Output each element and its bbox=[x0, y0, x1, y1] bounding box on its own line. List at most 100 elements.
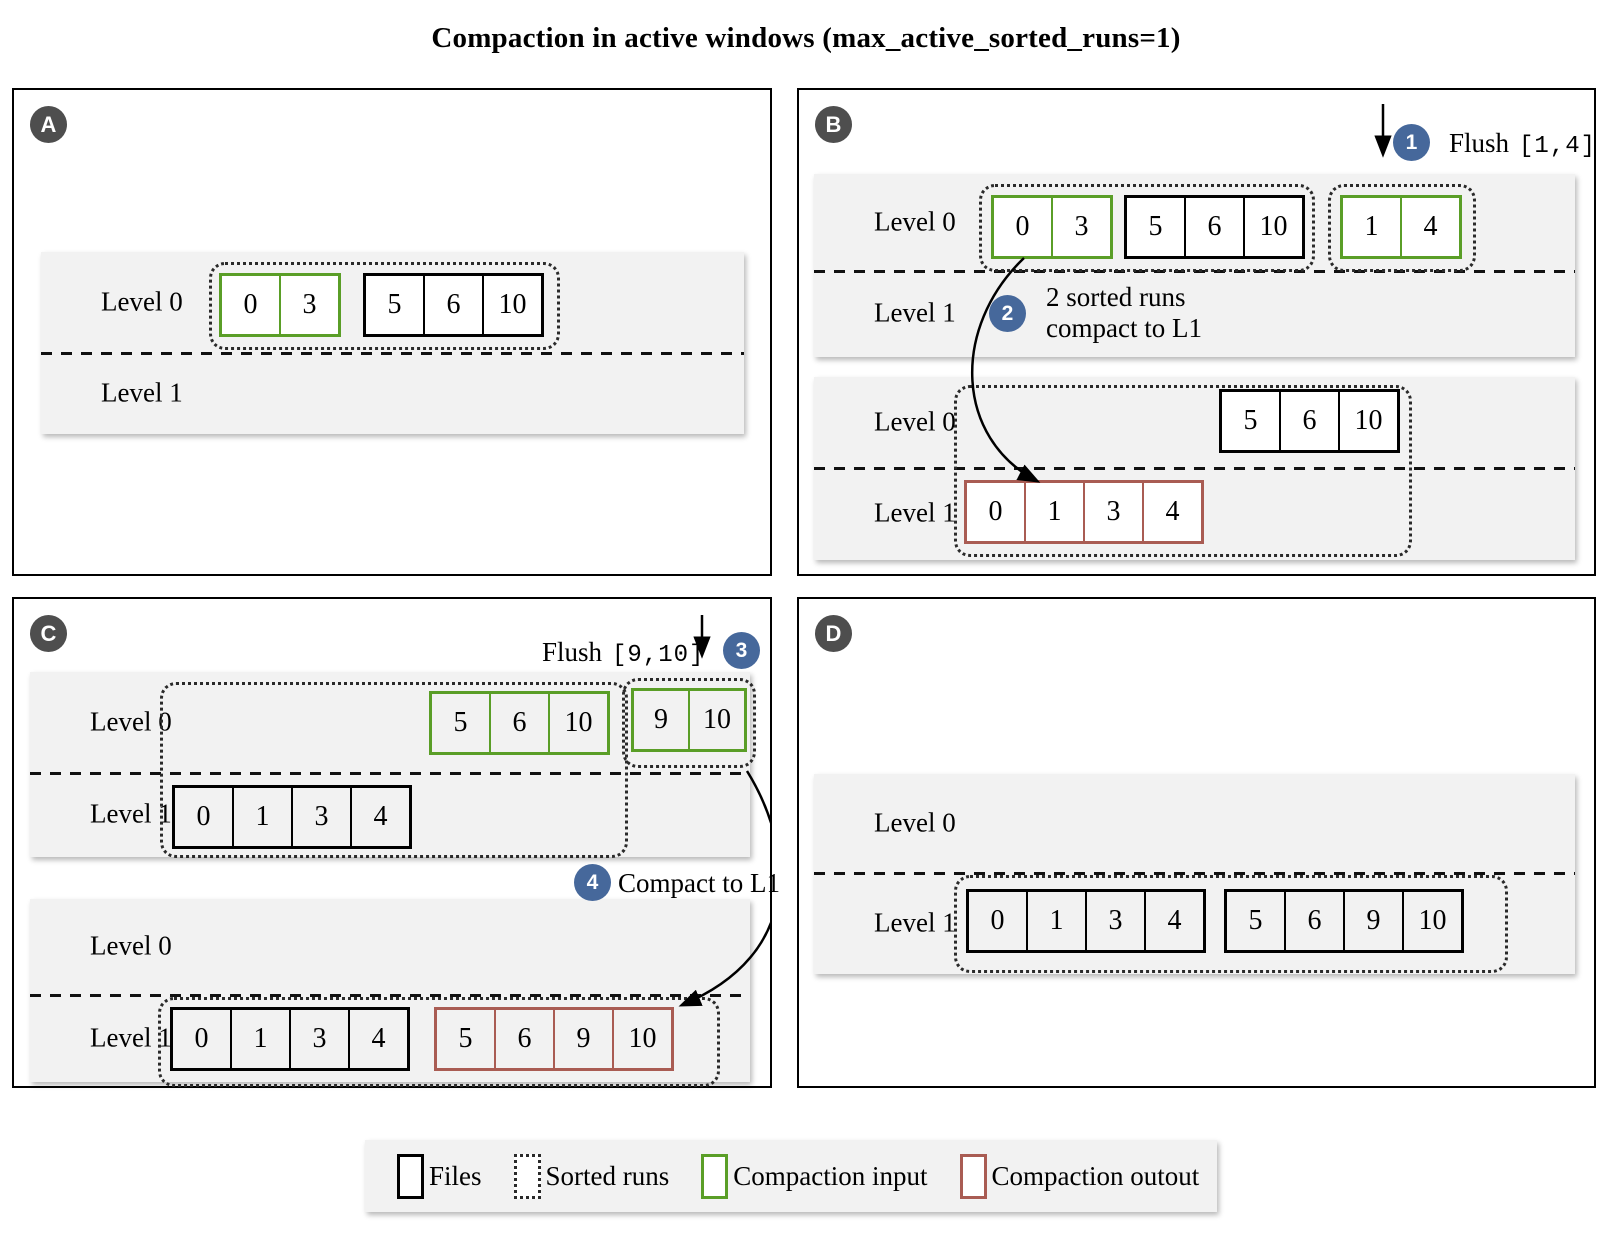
flush-action: Flush bbox=[542, 637, 603, 667]
compact-annotation-line2: compact to L1 bbox=[1046, 313, 1202, 343]
compaction-output-swatch-icon bbox=[959, 1153, 987, 1199]
file-cell: 0 bbox=[222, 276, 281, 334]
level0-label: Level 0 bbox=[874, 206, 956, 237]
compact-annotation-line1: 2 sorted runs bbox=[1046, 282, 1186, 312]
file-cell: 0 bbox=[969, 892, 1028, 950]
legend-item-compaction-input: Compaction input bbox=[701, 1153, 928, 1199]
file-cell: 3 bbox=[302, 289, 317, 320]
level0-label: Level 0 bbox=[874, 406, 956, 437]
file-cell: 4 bbox=[373, 801, 388, 832]
legend-label: Compaction input bbox=[733, 1160, 928, 1191]
panel-a-badge: A bbox=[30, 106, 67, 143]
level-divider bbox=[30, 994, 750, 997]
file-cell: 1 bbox=[1026, 483, 1085, 541]
file-cell: 1 bbox=[234, 788, 293, 846]
compact-annotation: 2 sorted runs compact to L1 bbox=[1046, 282, 1202, 344]
file-cell: 9 bbox=[634, 691, 690, 749]
file-cell: 10 bbox=[1354, 405, 1383, 436]
file-cell: 0 bbox=[967, 483, 1026, 541]
file-cell: 10 bbox=[703, 704, 731, 735]
panel-c-badge: C bbox=[30, 615, 67, 652]
level-divider bbox=[41, 352, 744, 355]
compaction-input-swatch-icon bbox=[701, 1153, 729, 1199]
level1-label: Level 1 bbox=[874, 497, 956, 528]
flush-annotation: Flush [9,10] bbox=[542, 637, 704, 669]
sorted-run-outline bbox=[158, 997, 720, 1087]
file-cell: 3 bbox=[1087, 892, 1146, 950]
level1-label: Level 1 bbox=[874, 907, 956, 938]
legend-item-files: Files bbox=[397, 1153, 482, 1199]
flush-range: [9,10] bbox=[612, 642, 705, 669]
sorted-run-outline bbox=[954, 385, 1412, 557]
level1-label: Level 1 bbox=[101, 377, 183, 408]
sorted-run-outline bbox=[954, 875, 1508, 973]
flushed-run-outline bbox=[622, 678, 756, 768]
file-cell: 5 bbox=[437, 1010, 496, 1068]
file-cell: 10 bbox=[498, 289, 527, 320]
level1-label: Level 1 bbox=[874, 297, 956, 328]
flush-range: [1,4] bbox=[1519, 133, 1597, 160]
legend-label: Compaction outout bbox=[991, 1160, 1200, 1191]
file-cell: 1 bbox=[232, 1010, 291, 1068]
legend: Files Sorted runs Compaction input Compa… bbox=[365, 1140, 1217, 1212]
legend-label: Sorted runs bbox=[545, 1160, 670, 1191]
sorted-runs-swatch-icon bbox=[513, 1153, 541, 1199]
file-cell: 1 bbox=[1028, 892, 1087, 950]
file-cell: 3 bbox=[1085, 483, 1144, 541]
file-cell: 9 bbox=[555, 1010, 614, 1068]
file-cell: 3 bbox=[293, 788, 352, 846]
files-swatch-icon bbox=[397, 1153, 424, 1199]
level1-label: Level 1 bbox=[90, 798, 172, 829]
legend-label: Files bbox=[429, 1160, 482, 1191]
file-cell: 5 bbox=[432, 694, 491, 752]
file-cell: 0 bbox=[994, 198, 1053, 256]
file-cell: 10 bbox=[1259, 211, 1288, 242]
panel-d-badge: D bbox=[815, 615, 852, 652]
flush-action: Flush bbox=[1449, 128, 1510, 158]
level0-label: Level 0 bbox=[90, 706, 172, 737]
flushed-run: 9 10 bbox=[631, 688, 747, 752]
file-cell: 4 bbox=[371, 1023, 386, 1054]
file-cell: 6 bbox=[491, 694, 550, 752]
file-cell: 6 bbox=[425, 276, 484, 334]
file-cell: 1 bbox=[1343, 198, 1402, 256]
sorted-runs-outline bbox=[209, 262, 560, 350]
file-cell: 4 bbox=[1165, 496, 1180, 527]
sorted-runs-outline bbox=[979, 184, 1315, 272]
flushed-run-outline bbox=[1328, 184, 1476, 272]
file-cell: 5 bbox=[1127, 198, 1186, 256]
step-1-badge: 1 bbox=[1393, 124, 1430, 161]
legend-item-sorted-runs: Sorted runs bbox=[513, 1153, 670, 1199]
level0-label: Level 0 bbox=[90, 930, 172, 961]
file-cell: 10 bbox=[1418, 905, 1447, 936]
file-cell: 6 bbox=[1186, 198, 1245, 256]
file-cell: 5 bbox=[1227, 892, 1286, 950]
step-4-badge: 4 bbox=[574, 864, 611, 901]
file-cell: 10 bbox=[628, 1023, 657, 1054]
file-cell: 6 bbox=[496, 1010, 555, 1068]
file-cell: 4 bbox=[1167, 905, 1182, 936]
file-cell: 5 bbox=[1222, 392, 1281, 450]
file-cell: 9 bbox=[1345, 892, 1404, 950]
level0-label: Level 0 bbox=[874, 807, 956, 838]
